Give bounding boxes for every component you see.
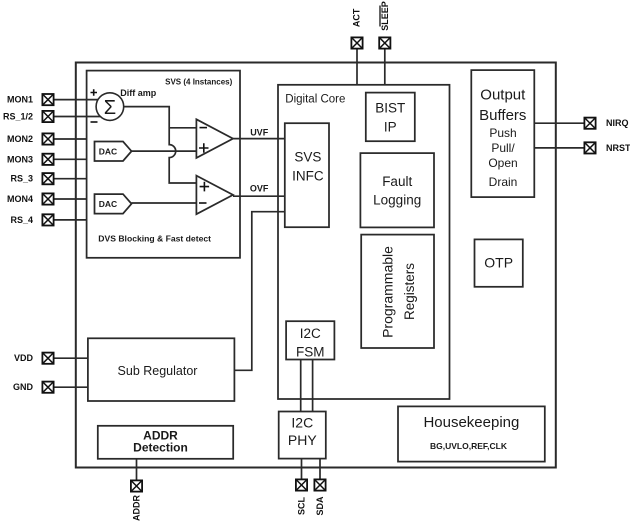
svg-text:I2C: I2C xyxy=(300,326,321,341)
svg-text:DVS Blocking & Fast detect: DVS Blocking & Fast detect xyxy=(98,234,211,244)
svg-text:GND: GND xyxy=(13,382,34,392)
svg-text:Sub Regulator: Sub Regulator xyxy=(118,364,198,378)
svg-text:Digital Core: Digital Core xyxy=(285,94,345,106)
svg-text:Σ: Σ xyxy=(104,97,116,119)
svg-text:IP: IP xyxy=(384,120,397,135)
svg-text:Pull/: Pull/ xyxy=(491,141,515,155)
svg-text:Fault: Fault xyxy=(382,174,412,189)
svg-text:Output: Output xyxy=(480,86,526,103)
svg-text:Drain: Drain xyxy=(489,175,518,189)
svg-text:ADDR: ADDR xyxy=(132,495,142,521)
svg-text:OVF: OVF xyxy=(250,184,269,194)
svg-text:SCL: SCL xyxy=(297,496,307,515)
svg-text:Registers: Registers xyxy=(402,263,417,320)
svg-text:BIST: BIST xyxy=(375,101,405,116)
svg-text:SLEEP: SLEEP xyxy=(380,1,390,31)
svg-text:Diff amp: Diff amp xyxy=(120,88,157,98)
svg-text:ACT: ACT xyxy=(352,8,362,27)
svg-text:Buffers: Buffers xyxy=(479,107,526,124)
svg-text:RS_3: RS_3 xyxy=(10,174,33,184)
svg-text:NRST: NRST xyxy=(606,143,630,153)
svg-text:Programmable: Programmable xyxy=(380,246,396,338)
svg-text:SDA: SDA xyxy=(315,496,325,516)
svg-text:RS_4: RS_4 xyxy=(10,215,33,225)
svg-text:I2C: I2C xyxy=(291,415,313,431)
svg-text:UVF: UVF xyxy=(250,127,269,137)
svg-text:DAC: DAC xyxy=(99,147,117,157)
svg-text:MON1: MON1 xyxy=(7,95,33,105)
svg-text:Housekeeping: Housekeeping xyxy=(423,414,519,431)
svg-text:BG,UVLO,REF,CLK: BG,UVLO,REF,CLK xyxy=(430,441,508,451)
svg-text:MON4: MON4 xyxy=(7,194,33,204)
svg-text:DAC: DAC xyxy=(99,199,117,209)
svg-text:VDD: VDD xyxy=(14,353,34,363)
svg-text:SVS: SVS xyxy=(294,149,321,164)
svg-text:INFC: INFC xyxy=(292,169,324,184)
svg-text:MON2: MON2 xyxy=(7,134,33,144)
svg-text:Push: Push xyxy=(489,126,516,140)
svg-text:FSM: FSM xyxy=(296,345,325,360)
svg-text:SVS (4 Instances): SVS (4 Instances) xyxy=(165,78,232,87)
svg-text:Logging: Logging xyxy=(373,193,421,208)
svg-text:NIRQ: NIRQ xyxy=(606,118,629,128)
svg-text:OTP: OTP xyxy=(484,255,513,271)
svg-text:ADDR: ADDR xyxy=(143,429,178,443)
svg-text:Detection: Detection xyxy=(133,441,188,455)
svg-text:Open: Open xyxy=(488,156,517,170)
svg-text:PHY: PHY xyxy=(288,432,317,448)
svg-text:RS_1/2: RS_1/2 xyxy=(3,112,33,122)
svg-text:MON3: MON3 xyxy=(7,154,33,164)
